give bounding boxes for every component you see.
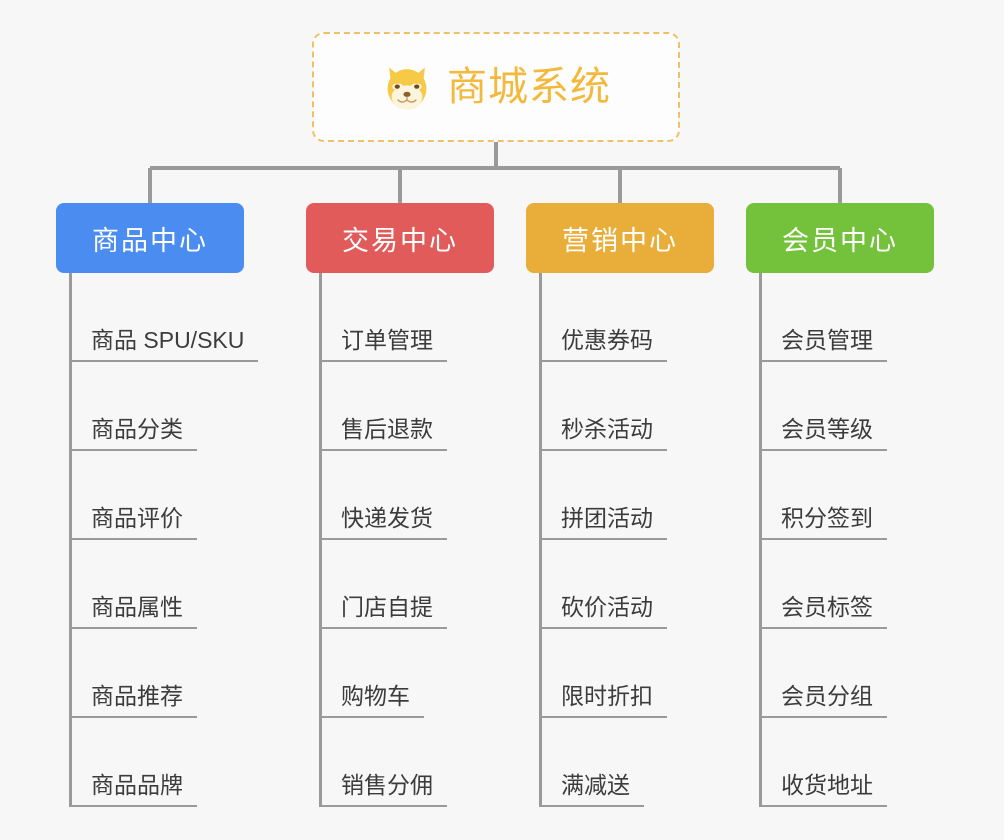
leaf-item-underline: 门店自提: [319, 593, 447, 629]
leaf-item[interactable]: 门店自提: [306, 540, 447, 629]
root-node[interactable]: 商城系统: [312, 32, 680, 142]
leaf-item-underline: 拼团活动: [539, 504, 667, 540]
leaf-item-underline: 订单管理: [319, 326, 447, 362]
category-column-trade-center: 交易中心订单管理售后退款快递发货门店自提购物车销售分佣: [306, 203, 494, 807]
shiba-dog-face-icon: [381, 61, 433, 113]
leaf-item[interactable]: 会员分组: [746, 629, 887, 718]
leaf-item-underline: 商品评价: [69, 504, 197, 540]
leaf-item-label: 售后退款: [341, 415, 433, 442]
leaf-item-label: 积分签到: [781, 504, 873, 531]
leaf-item-label: 限时折扣: [561, 682, 653, 709]
leaf-item[interactable]: 满减送: [526, 718, 667, 807]
column-trunk-line: [539, 273, 542, 807]
leaf-item[interactable]: 商品 SPU/SKU: [56, 273, 259, 362]
leaf-item-label: 门店自提: [341, 593, 433, 620]
leaf-item-label: 会员管理: [781, 326, 873, 353]
column-trunk-line: [759, 273, 762, 807]
leaf-item-label: 商品推荐: [91, 682, 183, 709]
leaf-item-label: 订单管理: [341, 326, 433, 353]
leaf-item-label: 满减送: [561, 771, 630, 798]
leaf-list: 会员管理会员等级积分签到会员标签会员分组收货地址: [746, 273, 887, 807]
leaf-item-underline: 会员等级: [759, 415, 887, 451]
leaf-list: 订单管理售后退款快递发货门店自提购物车销售分佣: [306, 273, 447, 807]
leaf-item-underline: 商品推荐: [69, 682, 197, 718]
leaf-item-underline: 商品属性: [69, 593, 197, 629]
leaf-item-label: 优惠券码: [561, 326, 653, 353]
leaf-item[interactable]: 会员管理: [746, 273, 887, 362]
leaf-item-underline: 优惠券码: [539, 326, 667, 362]
root-title: 商城系统: [447, 65, 611, 109]
leaf-list: 优惠券码秒杀活动拼团活动砍价活动限时折扣满减送: [526, 273, 667, 807]
leaf-item-underline: 快递发货: [319, 504, 447, 540]
leaf-item[interactable]: 销售分佣: [306, 718, 447, 807]
leaf-item-underline: 会员管理: [759, 326, 887, 362]
leaf-item-label: 会员标签: [781, 593, 873, 620]
leaf-item[interactable]: 会员等级: [746, 362, 887, 451]
category-header-label: 营销中心: [562, 225, 678, 256]
leaf-item-label: 商品评价: [91, 504, 183, 531]
leaf-item-underline: 商品 SPU/SKU: [69, 326, 259, 362]
leaf-item-underline: 秒杀活动: [539, 415, 667, 451]
leaf-item-underline: 销售分佣: [319, 771, 447, 807]
leaf-item-underline: 满减送: [539, 771, 644, 807]
category-header-product-center[interactable]: 商品中心: [56, 203, 244, 273]
leaf-item-label: 会员等级: [781, 415, 873, 442]
leaf-item-underline: 收货地址: [759, 771, 887, 807]
category-header-trade-center[interactable]: 交易中心: [306, 203, 494, 273]
leaf-item-label: 购物车: [341, 682, 410, 709]
category-header-member-center[interactable]: 会员中心: [746, 203, 934, 273]
leaf-item-label: 商品品牌: [91, 771, 183, 798]
leaf-item-label: 商品分类: [91, 415, 183, 442]
leaf-item-label: 商品 SPU/SKU: [91, 326, 245, 353]
column-trunk-line: [319, 273, 322, 807]
leaf-item[interactable]: 拼团活动: [526, 451, 667, 540]
column-trunk-line: [69, 273, 72, 807]
category-column-marketing-center: 营销中心优惠券码秒杀活动拼团活动砍价活动限时折扣满减送: [526, 203, 714, 807]
leaf-item[interactable]: 商品推荐: [56, 629, 258, 718]
category-column-member-center: 会员中心会员管理会员等级积分签到会员标签会员分组收货地址: [746, 203, 934, 807]
leaf-item-underline: 积分签到: [759, 504, 887, 540]
leaf-item-underline: 会员分组: [759, 682, 887, 718]
leaf-item[interactable]: 会员标签: [746, 540, 887, 629]
leaf-item[interactable]: 售后退款: [306, 362, 447, 451]
leaf-item-underline: 商品品牌: [69, 771, 197, 807]
leaf-item-label: 秒杀活动: [561, 415, 653, 442]
leaf-item[interactable]: 优惠券码: [526, 273, 667, 362]
leaf-item[interactable]: 商品属性: [56, 540, 258, 629]
leaf-item[interactable]: 商品评价: [56, 451, 258, 540]
leaf-item-underline: 商品分类: [69, 415, 197, 451]
leaf-item[interactable]: 限时折扣: [526, 629, 667, 718]
leaf-item-underline: 砍价活动: [539, 593, 667, 629]
leaf-item[interactable]: 商品分类: [56, 362, 258, 451]
leaf-item-label: 商品属性: [91, 593, 183, 620]
category-header-label: 会员中心: [782, 225, 898, 256]
leaf-item-label: 砍价活动: [561, 593, 653, 620]
leaf-item[interactable]: 购物车: [306, 629, 447, 718]
leaf-item-label: 拼团活动: [561, 504, 653, 531]
leaf-item-underline: 会员标签: [759, 593, 887, 629]
category-header-marketing-center[interactable]: 营销中心: [526, 203, 714, 273]
leaf-item[interactable]: 砍价活动: [526, 540, 667, 629]
leaf-item-label: 销售分佣: [341, 771, 433, 798]
leaf-item[interactable]: 积分签到: [746, 451, 887, 540]
leaf-item-underline: 售后退款: [319, 415, 447, 451]
leaf-item[interactable]: 订单管理: [306, 273, 447, 362]
category-column-product-center: 商品中心商品 SPU/SKU 商品分类商品评价商品属性商品推荐商品品牌: [56, 203, 259, 807]
leaf-list: 商品 SPU/SKU 商品分类商品评价商品属性商品推荐商品品牌: [56, 273, 259, 807]
leaf-item[interactable]: 秒杀活动: [526, 362, 667, 451]
leaf-item[interactable]: 商品品牌: [56, 718, 258, 807]
category-header-label: 商品中心: [92, 225, 208, 256]
category-header-label: 交易中心: [342, 225, 458, 256]
leaf-item[interactable]: 收货地址: [746, 718, 887, 807]
leaf-item-label: 快递发货: [341, 504, 433, 531]
leaf-item-underline: 购物车: [319, 682, 424, 718]
leaf-item-label: 收货地址: [781, 771, 873, 798]
leaf-item-underline: 限时折扣: [539, 682, 667, 718]
leaf-item[interactable]: 快递发货: [306, 451, 447, 540]
leaf-item-label: 会员分组: [781, 682, 873, 709]
